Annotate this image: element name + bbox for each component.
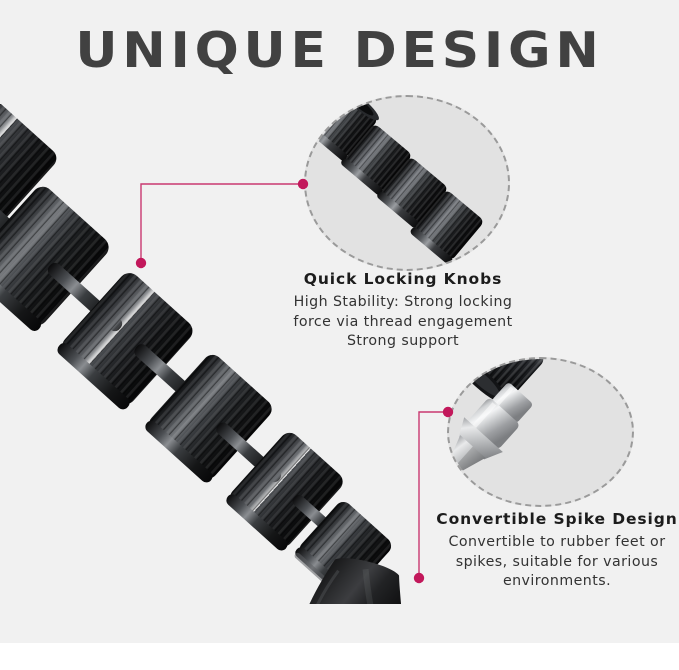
callout-heading: Quick Locking Knobs bbox=[303, 270, 503, 288]
callout-text-convertible-spike-design: Convertible Spike Design Convertible to … bbox=[424, 510, 679, 592]
callout-text-quick-locking-knobs: Quick Locking Knobs High Stability: Stro… bbox=[272, 270, 534, 352]
zoom-circle-quick-locking-knobs bbox=[304, 95, 510, 271]
callout-body-line: spikes, suitable for various bbox=[455, 553, 659, 570]
callout-body-line: Convertible to rubber feet or bbox=[448, 534, 666, 550]
callout-body-line: High Stability: Strong locking bbox=[293, 294, 513, 310]
callout-body-line: Strong support bbox=[346, 333, 460, 349]
callout-body-line: force via thread engagement bbox=[293, 313, 513, 330]
page-title: UNIQUE DESIGN bbox=[75, 22, 604, 79]
callout-body: Convertible to rubber feet or spikes, su… bbox=[424, 533, 679, 592]
callout-heading: Convertible Spike Design bbox=[436, 510, 678, 528]
zoom-circle-convertible-spike-design bbox=[447, 357, 634, 507]
callout-body-line: environments. bbox=[502, 573, 612, 589]
callout-body: High Stability: Strong locking force via… bbox=[272, 293, 534, 352]
